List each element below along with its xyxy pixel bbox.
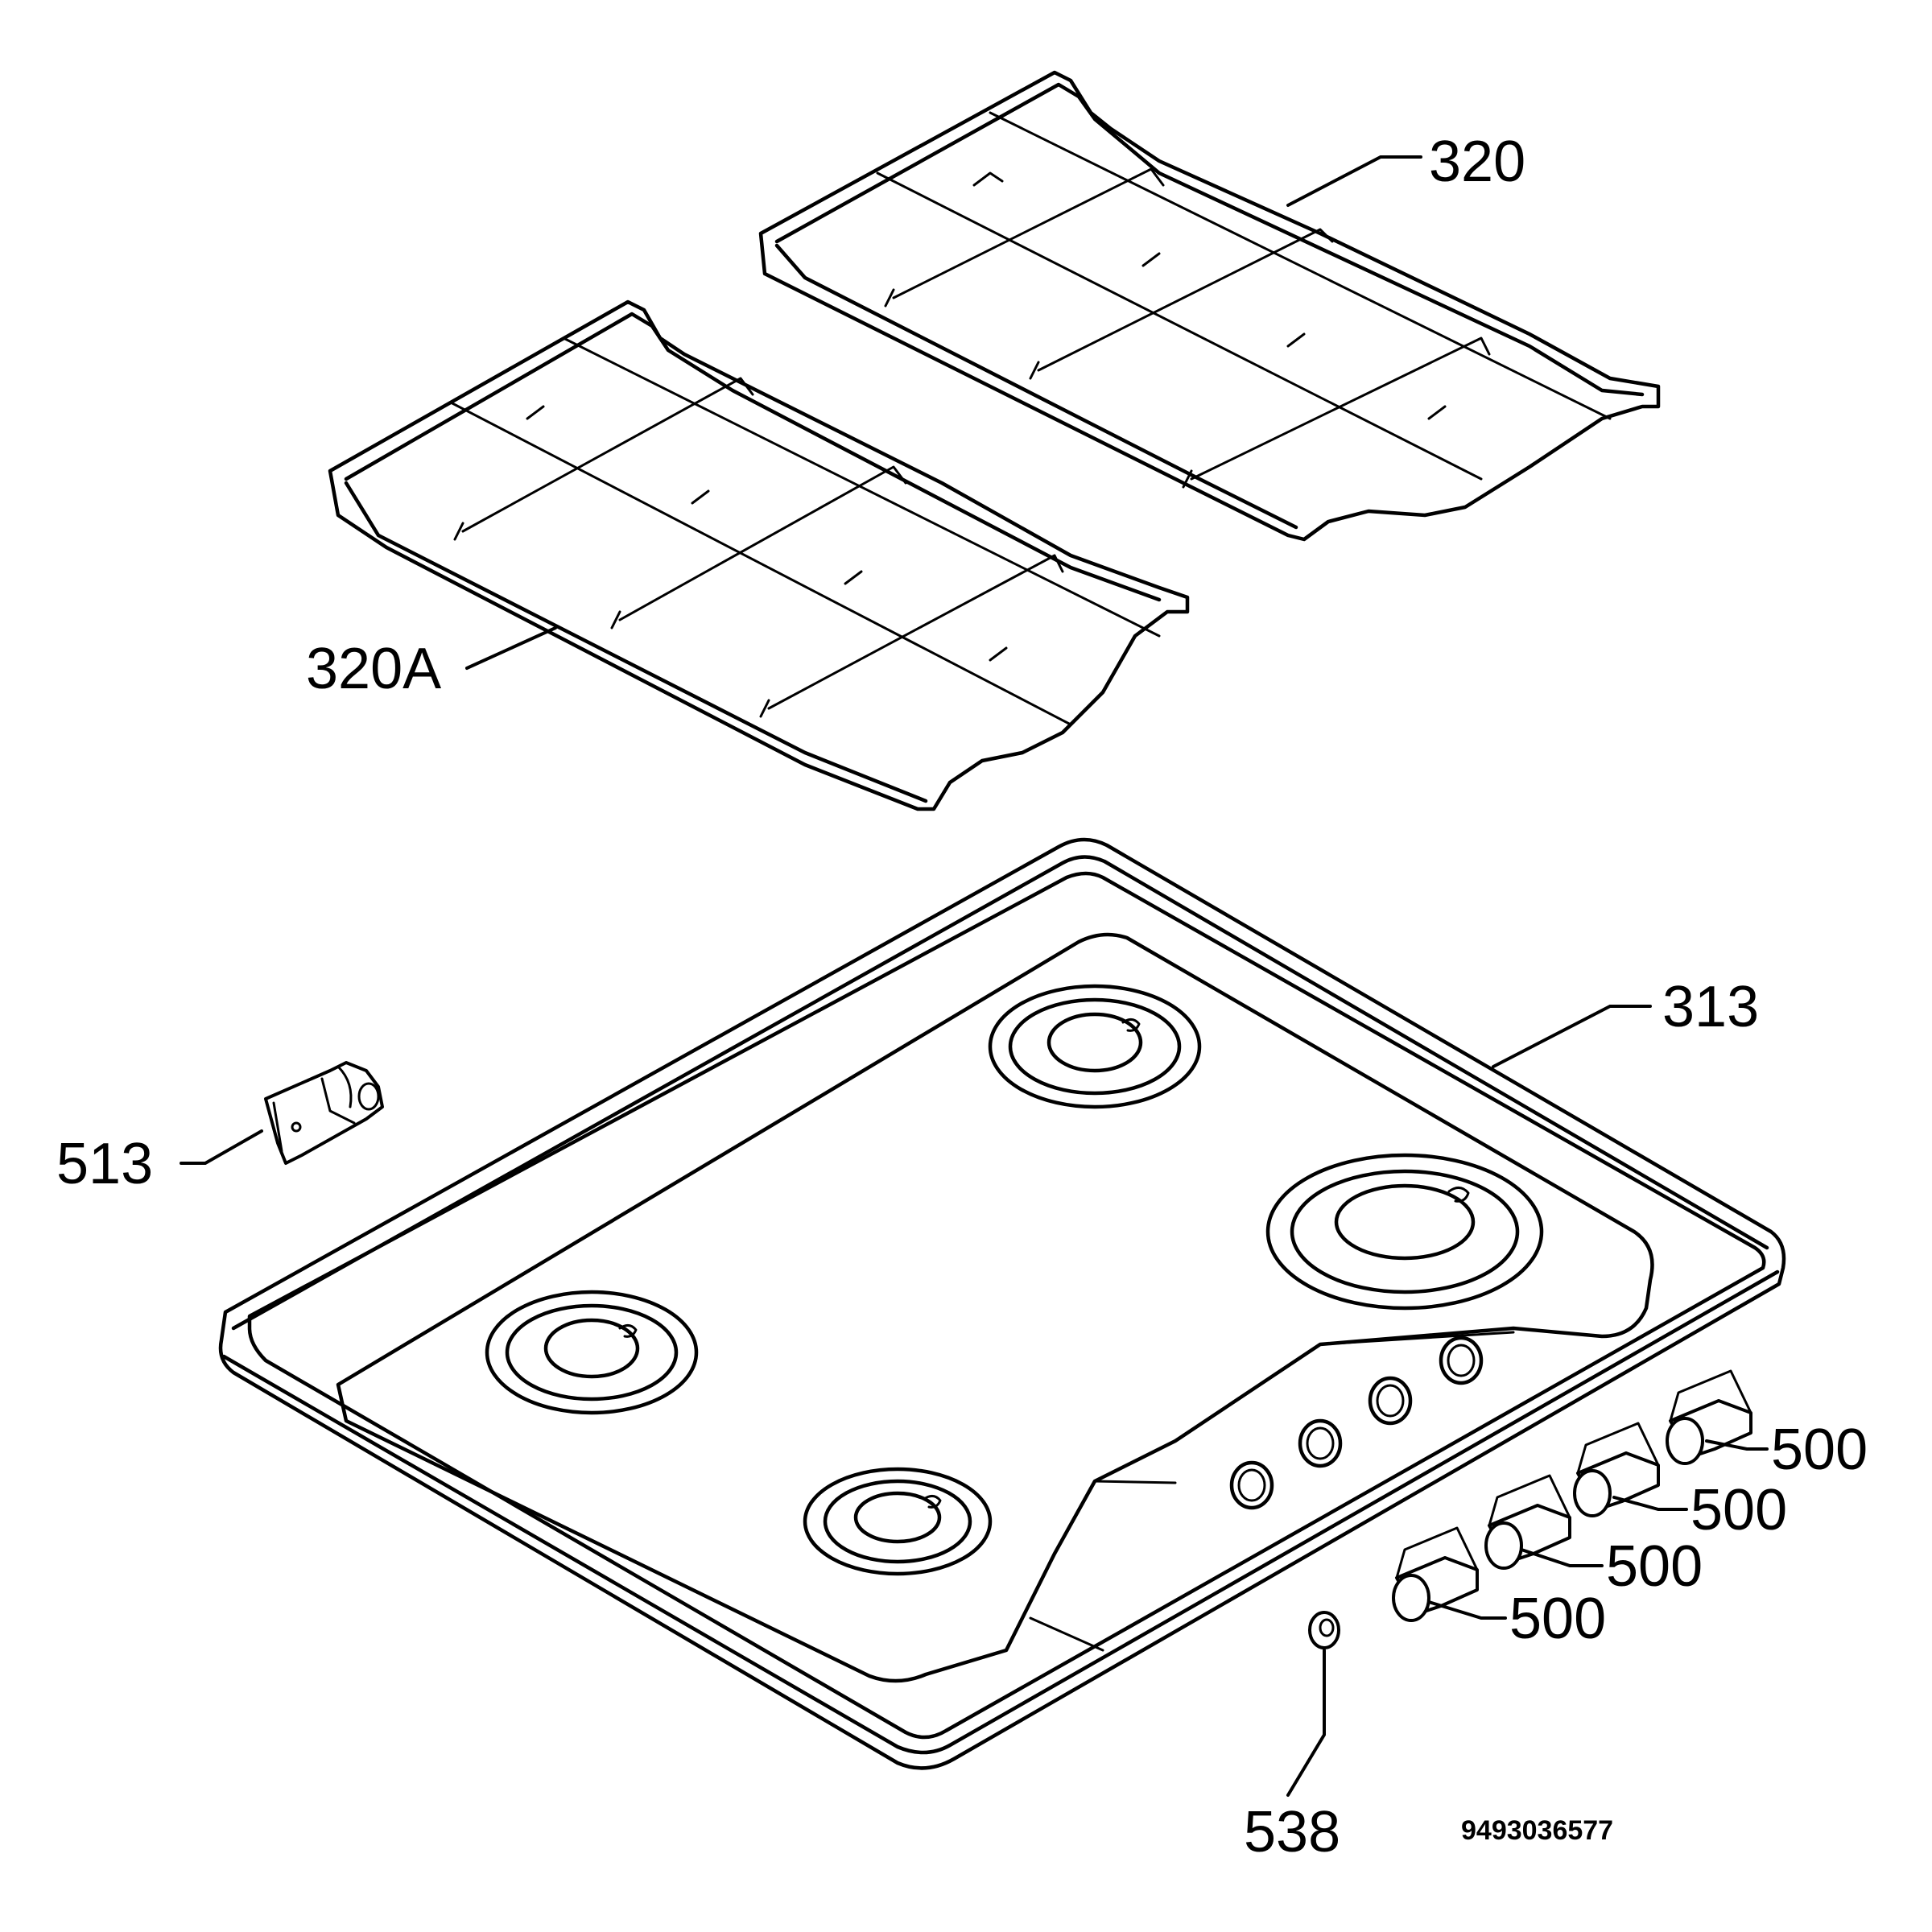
control-knob-4 <box>1666 1369 1752 1465</box>
label-500-knob-1: 500 <box>1509 1587 1606 1651</box>
label-513: 513 <box>56 1132 153 1196</box>
knob-holes <box>1229 1335 1484 1510</box>
leader-lines <box>180 155 1769 1797</box>
control-knob-2 <box>1484 1474 1571 1570</box>
burner-front <box>803 1467 993 1576</box>
label-320: 320 <box>1429 130 1525 194</box>
burner-left <box>485 1290 699 1415</box>
control-knob-1 <box>1392 1526 1479 1622</box>
hob-top-313 <box>218 837 1786 1770</box>
pan-support-320a <box>328 299 1190 811</box>
burner-rear <box>988 984 1202 1109</box>
label-500-knob-4: 500 <box>1771 1418 1868 1482</box>
clip-513 <box>264 1061 384 1165</box>
control-knob-3 <box>1573 1422 1660 1517</box>
pan-support-320 <box>758 70 1661 542</box>
drawing-code: 9493036577 <box>1461 1815 1613 1846</box>
spacer-538 <box>1308 1611 1340 1649</box>
label-320a: 320A <box>306 637 441 701</box>
label-500-knob-2: 500 <box>1606 1534 1703 1599</box>
label-313: 313 <box>1662 975 1759 1039</box>
burner-right <box>1265 1153 1544 1311</box>
label-538: 538 <box>1244 1800 1340 1864</box>
label-500-knob-3: 500 <box>1690 1478 1787 1542</box>
